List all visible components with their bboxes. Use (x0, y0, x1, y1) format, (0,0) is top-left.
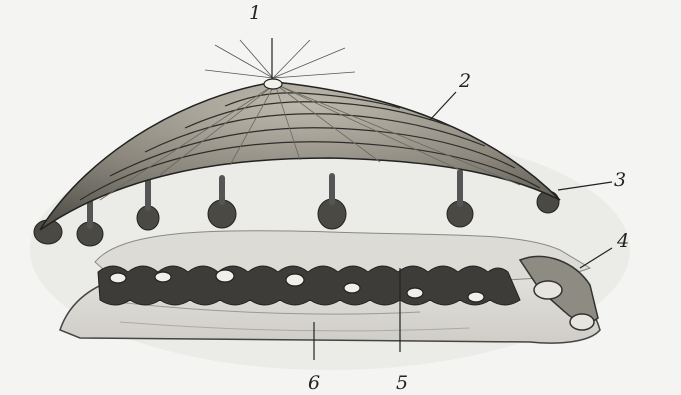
label-3: 3 (614, 171, 626, 190)
label-6: 6 (308, 374, 320, 393)
label-5: 5 (396, 374, 408, 393)
siphon-opening (534, 281, 562, 299)
leader-line-2 (430, 92, 456, 120)
label-4: 4 (617, 232, 629, 251)
siphon-opening (570, 314, 594, 330)
label-1: 1 (249, 4, 261, 23)
label-2: 2 (459, 72, 471, 91)
shell-apex (264, 79, 282, 89)
apex-rays (205, 40, 355, 78)
